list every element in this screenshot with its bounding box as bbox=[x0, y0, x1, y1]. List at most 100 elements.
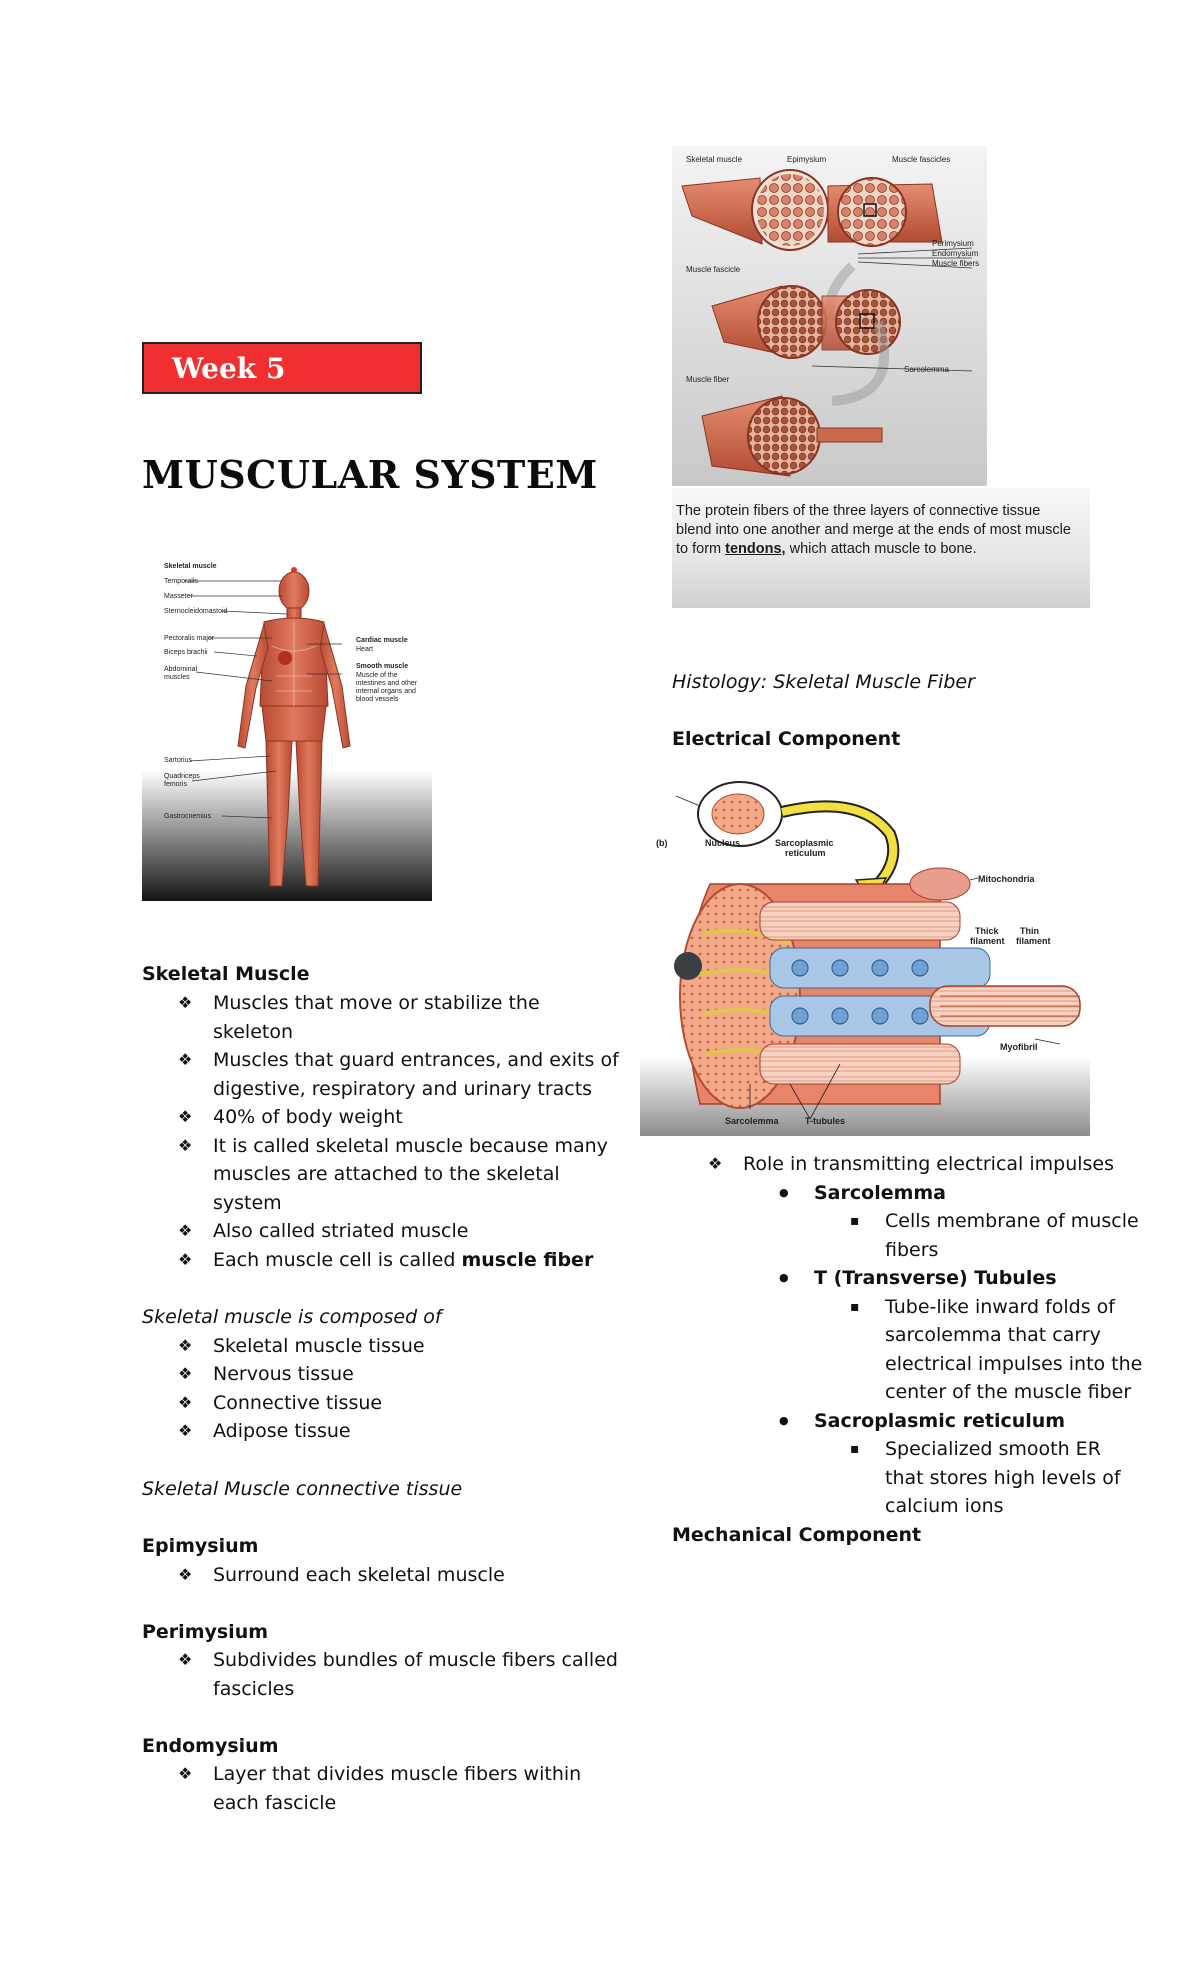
fiber-label-mito: Mitochondria bbox=[978, 874, 1035, 884]
fiber-label-sr-1: Sarcoplasmic bbox=[775, 838, 834, 848]
diamond-bullet-icon: ❖ bbox=[178, 1221, 193, 1240]
electrical-role: Role in transmitting electrical impulses bbox=[743, 1153, 1115, 1175]
fiber-label-thick-2: filament bbox=[970, 936, 1005, 946]
fascicle-label-fibers: Muscle fibers bbox=[932, 259, 979, 268]
skeletal-muscle-heading: Skeletal Muscle bbox=[142, 963, 310, 985]
diamond-bullet-icon: ❖ bbox=[178, 1421, 193, 1440]
fiber-label-thin-2: filament bbox=[1016, 936, 1051, 946]
square-bullet-icon: ▪ bbox=[850, 1299, 860, 1315]
endomysium-item-b: each fascicle bbox=[213, 1792, 337, 1814]
body-label-smooth-2: intestines and other bbox=[356, 680, 418, 687]
diamond-bullet-icon: ❖ bbox=[708, 1154, 723, 1173]
perimysium-item-b: fascicles bbox=[213, 1678, 295, 1700]
body-label-gastrocnemius: Gastrocnemius bbox=[164, 813, 212, 820]
fascicle-label-endomysium: Endomysium bbox=[932, 249, 979, 258]
fiber-label-b: (b) bbox=[656, 838, 668, 848]
diamond-bullet-icon: ❖ bbox=[178, 1393, 193, 1412]
body-label-smooth-1: Muscle of the bbox=[356, 672, 398, 679]
endomysium-heading: Endomysium bbox=[142, 1735, 279, 1757]
body-muscle-figure: Skeletal muscle Temporalis Masseter Ster… bbox=[142, 556, 432, 901]
sarcolemma-heading: Sarcolemma bbox=[814, 1182, 947, 1204]
skeletal-item-6-prefix: Each muscle cell is called bbox=[213, 1249, 462, 1271]
body-label-smooth-3: internal organs and bbox=[356, 688, 416, 695]
fiber-label-sr-2: reticulum bbox=[785, 848, 826, 858]
epimysium-heading: Epimysium bbox=[142, 1535, 259, 1557]
epimysium-item: Surround each skeletal muscle bbox=[213, 1564, 505, 1586]
body-label-smooth-4: blood vessels bbox=[356, 696, 399, 703]
skeletal-item-6: Each muscle cell is called muscle fiber bbox=[213, 1246, 593, 1274]
sr-desc-a: Specialized smooth ER bbox=[885, 1438, 1101, 1460]
composed-item-2: Nervous tissue bbox=[213, 1363, 354, 1385]
skeletal-item-4c: system bbox=[213, 1192, 282, 1214]
skeletal-item-4b: muscles are attached to the skeletal bbox=[213, 1163, 560, 1185]
caption-part1: The protein fibers of the three layers o… bbox=[676, 503, 1071, 557]
fiber-svg: (b) Nucleus Sarcoplasmic reticulum Mitoc… bbox=[640, 774, 1090, 1136]
diamond-bullet-icon: ❖ bbox=[178, 1650, 193, 1669]
body-label-cardiac: Cardiac muscle bbox=[356, 637, 408, 644]
fascicle-label-perimysium: Perimysium bbox=[932, 239, 974, 248]
diamond-bullet-icon: ❖ bbox=[178, 1107, 193, 1126]
page-title: MUSCULAR SYSTEM bbox=[142, 452, 598, 497]
fiber-label-ttubules: T-tubules bbox=[805, 1116, 845, 1126]
body-label-skeletal: Skeletal muscle bbox=[164, 563, 217, 570]
sarcolemma-desc-a: Cells membrane of muscle bbox=[885, 1210, 1139, 1232]
composed-of-heading: Skeletal muscle is composed of bbox=[142, 1306, 442, 1328]
diamond-bullet-icon: ❖ bbox=[178, 1565, 193, 1584]
fascicle-label-fascicle: Muscle fascicle bbox=[686, 265, 741, 274]
fiber-label-thick-1: Thick bbox=[975, 926, 1000, 936]
diamond-bullet-icon: ❖ bbox=[178, 993, 193, 1012]
fascicle-label-sarcolemma: Sarcolemma bbox=[904, 365, 949, 374]
sr-desc-b: that stores high levels of bbox=[885, 1467, 1121, 1489]
diamond-bullet-icon: ❖ bbox=[178, 1050, 193, 1069]
body-label-heart: Heart bbox=[356, 646, 373, 653]
body-label-temporalis: Temporalis bbox=[164, 578, 198, 585]
caption-box bbox=[672, 488, 1090, 608]
fiber-figure: (b) Nucleus Sarcoplasmic reticulum Mitoc… bbox=[640, 774, 1090, 1136]
mechanical-heading: Mechanical Component bbox=[672, 1524, 922, 1546]
composed-item-4: Adipose tissue bbox=[213, 1420, 351, 1442]
skeletal-item-2a: Muscles that guard entrances, and exits … bbox=[213, 1049, 619, 1071]
diamond-bullet-icon: ❖ bbox=[178, 1364, 193, 1383]
body-label-quadriceps: Quadriceps bbox=[164, 773, 200, 780]
body-muscle-svg: Skeletal muscle Temporalis Masseter Ster… bbox=[142, 556, 432, 901]
fiber-label-sarcolemma: Sarcolemma bbox=[725, 1116, 780, 1126]
fiber-label-thin-1: Thin bbox=[1020, 926, 1039, 936]
body-label-muscles: muscles bbox=[164, 674, 190, 681]
histology-heading: Histology: Skeletal Muscle Fiber bbox=[672, 671, 975, 693]
ttubules-desc-b: sarcolemma that carry bbox=[885, 1324, 1101, 1346]
square-bullet-icon: ▪ bbox=[850, 1441, 860, 1457]
connective-heading: Skeletal Muscle connective tissue bbox=[142, 1478, 463, 1500]
ttubules-desc-d: center of the muscle fiber bbox=[885, 1381, 1132, 1403]
sr-desc-c: calcium ions bbox=[885, 1495, 1004, 1517]
caption-text: The protein fibers of the three layers o… bbox=[676, 502, 1076, 559]
body-label-sternocleido: Sternocleidomastoid bbox=[164, 608, 228, 615]
perimysium-item-a: Subdivides bundles of muscle fibers call… bbox=[213, 1649, 618, 1671]
skeletal-item-6-bold: muscle fiber bbox=[461, 1249, 594, 1271]
body-label-abdominal: Abdominal bbox=[164, 666, 198, 673]
diamond-bullet-icon: ❖ bbox=[178, 1336, 193, 1355]
fascicle-label-skeletal: Skeletal muscle bbox=[686, 155, 743, 164]
perimysium-heading: Perimysium bbox=[142, 1621, 269, 1643]
ttubules-desc-c: electrical impulses into the bbox=[885, 1353, 1143, 1375]
diamond-bullet-icon: ❖ bbox=[178, 1250, 193, 1269]
ttubules-desc-a: Tube-like inward folds of bbox=[885, 1296, 1115, 1318]
diamond-bullet-icon: ❖ bbox=[178, 1764, 193, 1783]
caption-tendons: tendons, bbox=[725, 541, 786, 557]
diamond-bullet-icon: ❖ bbox=[178, 1136, 193, 1155]
fiber-label-myofibril: Myofibril bbox=[1000, 1042, 1038, 1052]
body-label-biceps: Biceps brachii bbox=[164, 649, 208, 656]
sarcolemma-desc-b: fibers bbox=[885, 1239, 939, 1261]
square-bullet-icon: ▪ bbox=[850, 1213, 860, 1229]
week-label: Week 5 bbox=[142, 342, 422, 394]
skeletal-item-2b: digestive, respiratory and urinary tract… bbox=[213, 1078, 593, 1100]
composed-item-1: Skeletal muscle tissue bbox=[213, 1335, 425, 1357]
skeletal-item-3: 40% of body weight bbox=[213, 1106, 403, 1128]
dot-bullet-icon: ● bbox=[779, 1186, 789, 1199]
body-label-masseter: Masseter bbox=[164, 593, 193, 600]
composed-item-3: Connective tissue bbox=[213, 1392, 383, 1414]
body-label-smooth: Smooth muscle bbox=[356, 663, 408, 670]
ttubules-heading: T (Transverse) Tubules bbox=[814, 1267, 1057, 1289]
skeletal-item-1a: Muscles that move or stabilize the bbox=[213, 992, 540, 1014]
fascicle-label-fiber: Muscle fiber bbox=[686, 375, 729, 384]
fascicle-label-fascicles: Muscle fascicles bbox=[892, 155, 950, 164]
